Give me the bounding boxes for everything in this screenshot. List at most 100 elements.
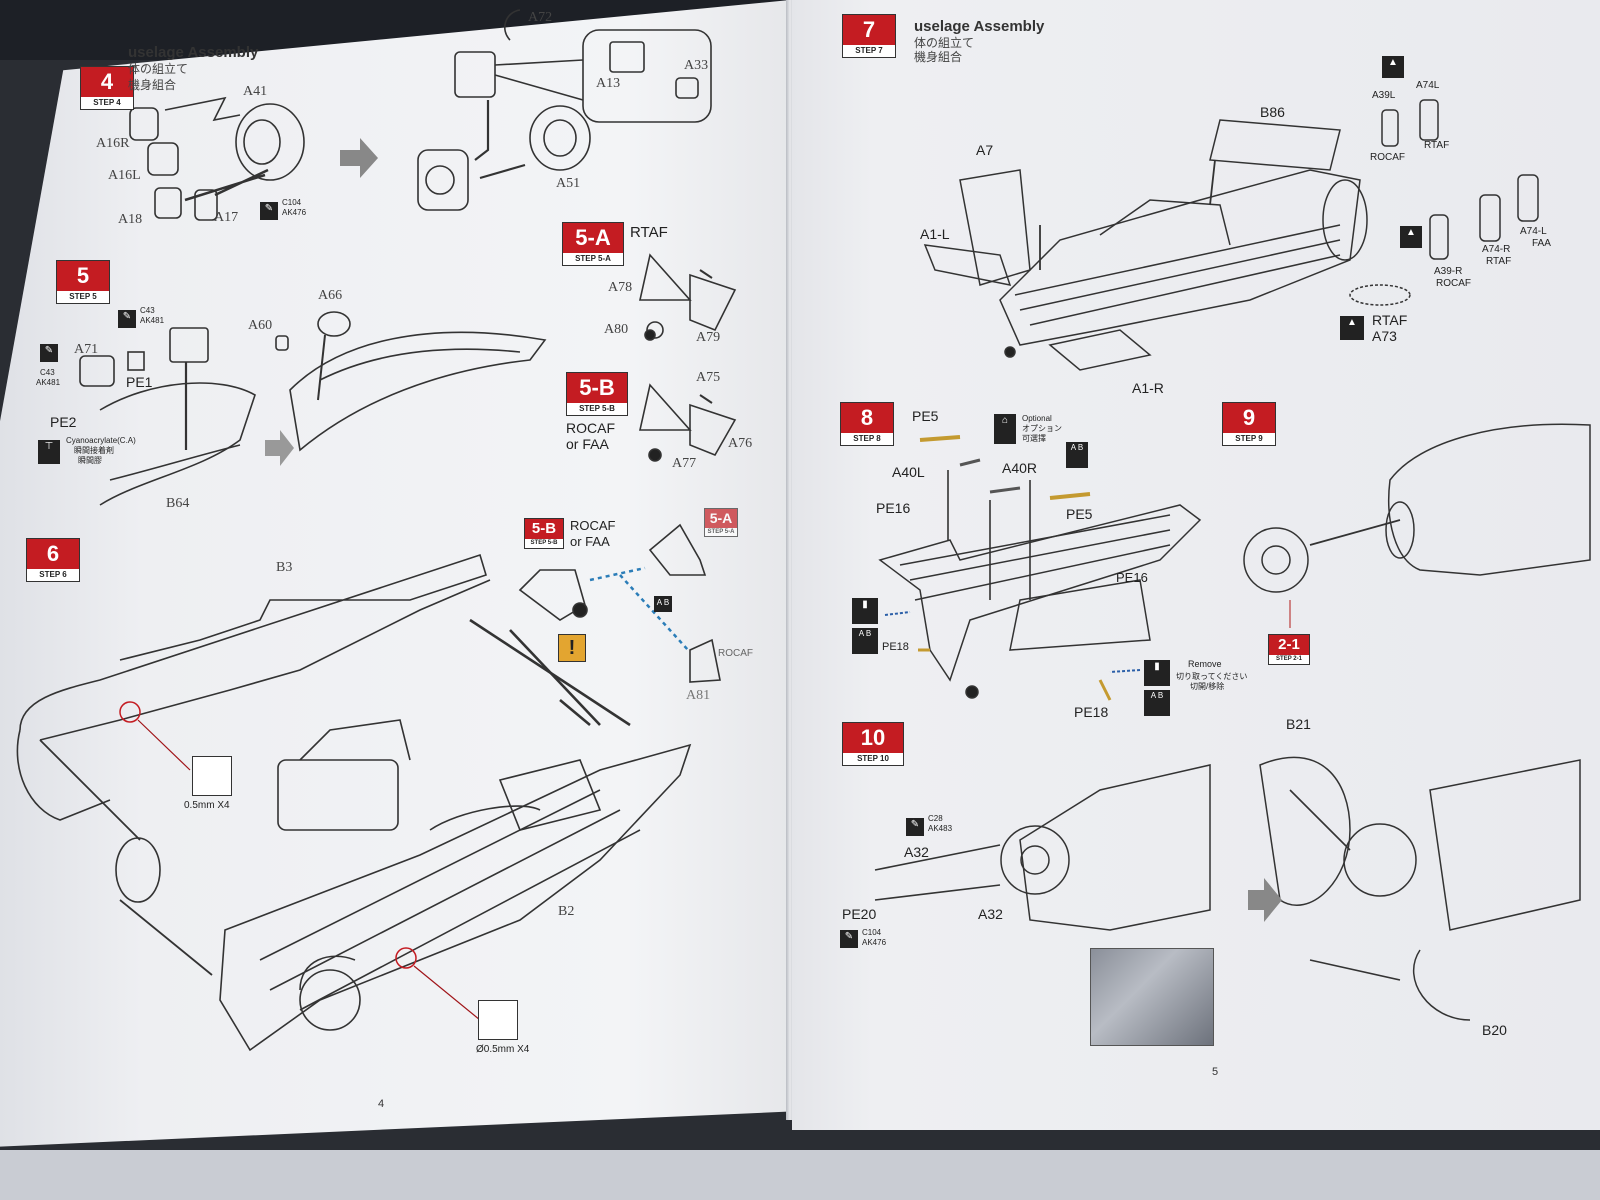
- part-a66: [317, 311, 351, 337]
- step-4-subtitle-cn: 機身組合: [128, 78, 177, 92]
- step-2-1-ref-number: 2-1: [1269, 635, 1309, 655]
- part-a79: [689, 273, 737, 332]
- part-a16r: [129, 107, 159, 141]
- step-5a-ref-number: 5-A: [705, 509, 737, 528]
- part-label: A32: [978, 906, 1003, 922]
- radial-engine: [1243, 527, 1309, 593]
- step-10-number: 10: [843, 723, 903, 753]
- step-4-badge: 4 STEP 4: [80, 66, 134, 110]
- dotted-guide-line: [589, 566, 689, 651]
- step-10-label: STEP 10: [857, 754, 889, 763]
- step-5b-ref-number: 5-B: [525, 519, 563, 539]
- remove-note: Remove: [1188, 659, 1222, 669]
- part-label: A39-R: [1434, 266, 1463, 277]
- remove-icon: ▮: [852, 598, 878, 624]
- step-8-label: STEP 8: [853, 434, 881, 443]
- step-5a-ref-label: STEP 5-A: [707, 529, 735, 535]
- booklet-spine: [786, 0, 794, 1120]
- step-8-number: 8: [841, 403, 893, 433]
- part-label: A71: [74, 342, 99, 357]
- step-4-number: 4: [81, 67, 133, 97]
- part-label: A16R: [96, 136, 130, 151]
- paint-icon: ✎: [840, 930, 858, 948]
- gray-arrow-icon: [340, 138, 378, 178]
- part-a1-l: [923, 244, 1012, 286]
- optional-note: Optional: [1022, 414, 1052, 423]
- part-a16l: [147, 142, 179, 176]
- paint-code: C43: [140, 306, 155, 315]
- page-number: 5: [1212, 1066, 1219, 1078]
- part-label: A39L: [1372, 90, 1396, 101]
- part-a77: [648, 448, 662, 462]
- optional-note-jp: オプション: [1022, 424, 1062, 433]
- part-b64: [99, 382, 256, 506]
- drill-hole-icon: [192, 756, 232, 796]
- part-label: A74L: [1416, 80, 1440, 91]
- variant-label: ROCAF: [718, 648, 753, 659]
- step-2-1-ref-label: STEP 2-1: [1276, 656, 1302, 662]
- paint-code: C43: [40, 368, 55, 377]
- part-label: FAA: [1532, 238, 1551, 249]
- remove-note-cn: 切開/移除: [1190, 682, 1225, 691]
- glue-note-jp: 瞬間接着剤: [74, 446, 114, 455]
- part-b86: [1209, 119, 1341, 171]
- ab-icon: A B: [852, 628, 878, 654]
- variant-label: ROCAF: [566, 420, 615, 436]
- part-label: A81: [686, 688, 711, 703]
- part-label: PE1: [126, 374, 153, 390]
- part-label: A79: [696, 330, 721, 345]
- part-a74l: [1517, 174, 1539, 222]
- paint-code: C104: [282, 198, 302, 207]
- paint-code: AK481: [36, 378, 61, 387]
- part-a39l: [1381, 109, 1399, 147]
- paint-code: AK481: [140, 316, 165, 325]
- paint-code: AK483: [928, 824, 953, 833]
- step-7-label: STEP 7: [855, 46, 883, 55]
- part-b21: [1259, 756, 1351, 906]
- part-label: B2: [558, 904, 575, 919]
- step-5-label: STEP 5: [69, 292, 97, 301]
- part-b2: [219, 743, 692, 1052]
- part-label: PE20: [842, 906, 877, 922]
- drill-size-note: 0.5mm X4: [184, 800, 230, 811]
- part-cockpit-tub: [277, 759, 399, 831]
- gray-arrow-icon: [1248, 878, 1282, 922]
- step-5a-number: 5-A: [563, 223, 623, 253]
- step-6-label: STEP 6: [39, 570, 67, 579]
- optional-icon: ⌂: [994, 414, 1016, 444]
- part-a18: [154, 187, 182, 219]
- part-label: A18: [118, 212, 143, 227]
- paint-icon: ✎: [906, 818, 924, 836]
- optional-note-cn: 可選擇: [1022, 434, 1046, 443]
- step-7-subtitle-jp: 体の組立て: [914, 36, 975, 50]
- left-page-illustrations: [16, 9, 737, 1052]
- gray-arrow-icon: [265, 430, 294, 466]
- step-5a-label: STEP 5-A: [575, 254, 611, 263]
- paint-icon: ✎: [260, 202, 278, 220]
- page-number: 4: [378, 1098, 385, 1110]
- paint-code: AK476: [862, 938, 887, 947]
- part-label: PE5: [1066, 506, 1093, 522]
- remove-icon: ▮: [1144, 660, 1170, 686]
- part-label: PE18: [882, 641, 909, 653]
- step-5b-reference: 5-B STEP 5-B: [524, 518, 564, 549]
- part-label: A33: [684, 58, 709, 73]
- step-7-badge: 7 STEP 7: [842, 14, 896, 58]
- fuselage-step10b: [1429, 759, 1581, 931]
- ab-icon: A B: [1066, 442, 1088, 468]
- variant-label: or FAA: [566, 436, 609, 452]
- tail-assembly: [878, 504, 1202, 682]
- paint-icon: ✎: [118, 310, 136, 328]
- step-5a-badge: 5-A STEP 5-A: [562, 222, 624, 266]
- part-label: A40R: [1002, 460, 1038, 476]
- part-label: ROCAF: [1436, 278, 1471, 289]
- part-a41: [235, 103, 305, 181]
- step-9-number: 9: [1223, 403, 1275, 433]
- paint-code: C28: [928, 814, 943, 823]
- part-a81: [689, 638, 721, 683]
- part-label: PE2: [50, 414, 77, 430]
- caution-icon: !: [558, 634, 586, 662]
- glue-icon: ⊤: [38, 440, 60, 464]
- part-label: A74-R: [1482, 244, 1511, 255]
